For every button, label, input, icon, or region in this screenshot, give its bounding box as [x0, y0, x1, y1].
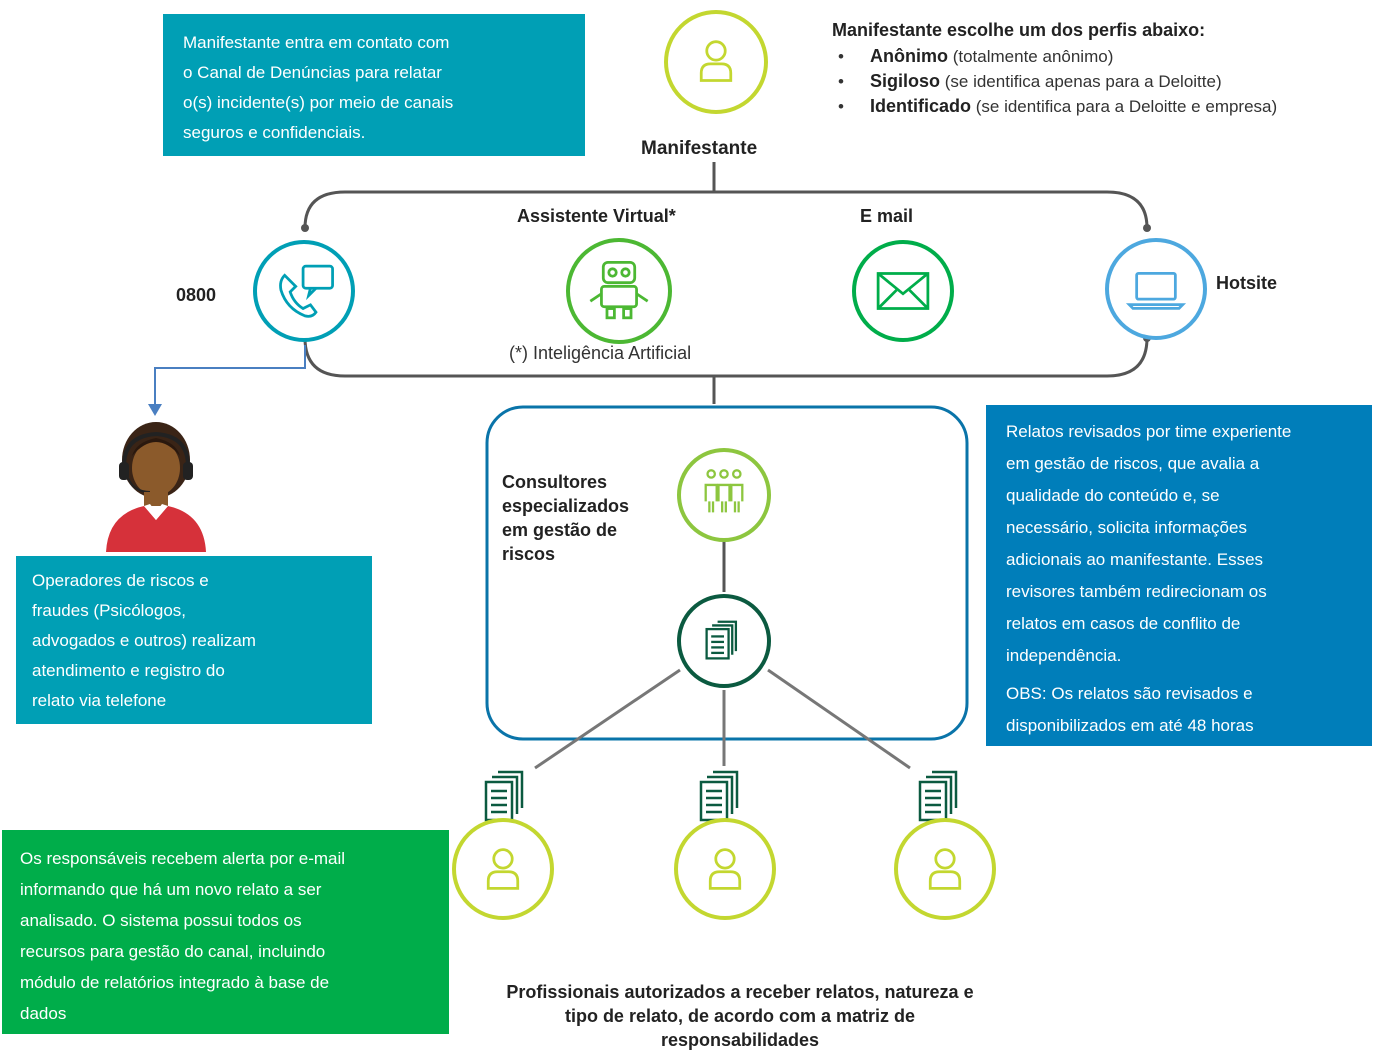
operator-avatar-icon — [106, 422, 206, 552]
email-channel-circle — [852, 240, 954, 342]
manifestante-label: Manifestante — [641, 138, 758, 159]
hotsite-channel-label: Hotsite — [1216, 273, 1278, 293]
documents-icon — [699, 770, 739, 822]
contact-info-text: Manifestante entra em contato com o Cana… — [183, 33, 454, 142]
envelope-icon — [876, 272, 930, 310]
phone-channel-label: 0800 — [176, 285, 217, 305]
documents-icon — [918, 770, 958, 822]
contact-info-box: Manifestante entra em contato com o Cana… — [163, 14, 585, 156]
profiles-list: Anônimo (totalmente anônimo) Sigiloso (s… — [832, 44, 1372, 119]
review-info-text: Relatos revisados por time experiente em… — [1006, 422, 1292, 665]
alert-info-box: Os responsáveis recebem alerta por e-mai… — [2, 830, 449, 1034]
manifestante-circle — [664, 10, 768, 114]
alert-info-text: Os responsáveis recebem alerta por e-mai… — [20, 849, 346, 1023]
profiles-heading: Manifestante escolhe um dos perfis abaix… — [832, 20, 1206, 40]
person-icon — [928, 848, 962, 890]
professionals-label: Profissionais autorizados a receber rela… — [506, 982, 974, 1050]
phone-chat-icon — [279, 264, 334, 318]
documents-hub-circle — [677, 594, 771, 688]
assistant-channel-circle — [566, 238, 672, 344]
laptop-icon — [1125, 271, 1187, 310]
profiles-section: Manifestante escolhe um dos perfis abaix… — [832, 20, 1372, 119]
person-icon — [699, 40, 733, 82]
consultants-label: Consultores especializados em gestão de … — [502, 472, 630, 564]
professional-person-circle — [674, 818, 776, 920]
documents-icon — [705, 620, 738, 660]
team-icon — [704, 469, 744, 513]
profile-item-anonimo: Anônimo (totalmente anônimo) — [832, 44, 1372, 69]
phone-channel-circle — [253, 240, 355, 342]
professional-person-circle — [452, 818, 554, 920]
email-channel-label: E mail — [860, 206, 914, 226]
review-info-box: Relatos revisados por time experiente em… — [986, 405, 1372, 746]
robot-icon — [589, 260, 649, 320]
profile-item-identificado: Identificado (se identifica para a Deloi… — [832, 94, 1372, 119]
operators-info-box: Operadores de riscos e fraudes (Psicólog… — [16, 556, 372, 724]
profile-item-sigiloso: Sigiloso (se identifica apenas para a De… — [832, 69, 1372, 94]
person-icon — [708, 848, 742, 890]
assistant-channel-label: Assistente Virtual* — [517, 206, 676, 226]
professional-person-circle — [894, 818, 996, 920]
review-obs-text: OBS: Os relatos são revisados e disponib… — [1006, 684, 1254, 735]
person-icon — [486, 848, 520, 890]
consultants-team-circle — [677, 448, 771, 542]
operators-info-text: Operadores de riscos e fraudes (Psicólog… — [32, 571, 256, 710]
assistant-note: (*) Inteligência Artificial — [509, 343, 692, 363]
hotsite-channel-circle — [1105, 238, 1207, 340]
documents-icon — [484, 770, 524, 822]
